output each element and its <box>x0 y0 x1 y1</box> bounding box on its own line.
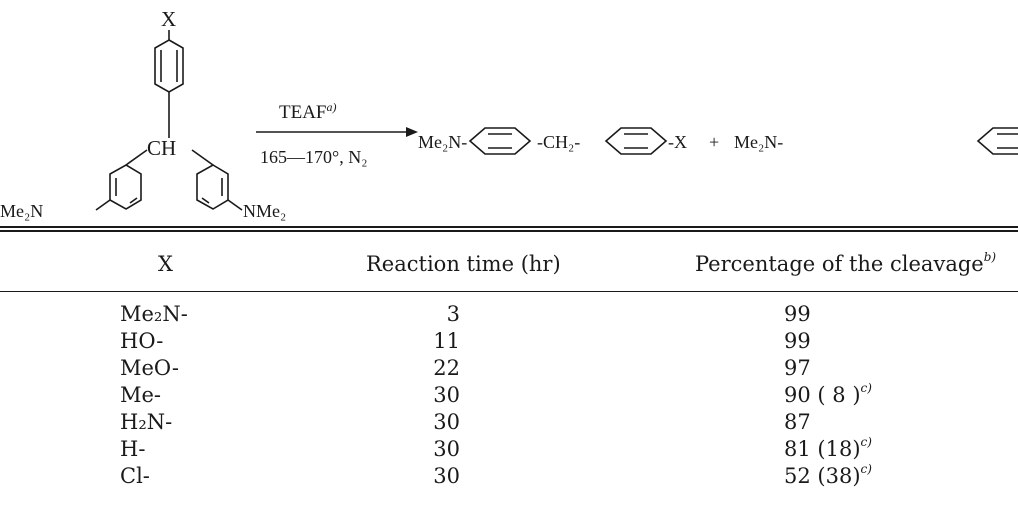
table-row-x: Me₂N- <box>120 302 188 326</box>
left-amine-label: Me₂N <box>0 201 43 221</box>
conditions-label: 165—170°, N₂ <box>260 147 367 167</box>
plus-sign: + <box>709 132 719 152</box>
right-benzene-ring <box>196 164 229 210</box>
reagent-label: TEAFa) <box>279 100 337 123</box>
byproduct-amine-label: Me₂N- <box>734 132 783 152</box>
substituent-x-label: X <box>161 7 176 31</box>
table-row-x: H- <box>120 437 146 461</box>
header-percentage: Percentage of the cleavageb) <box>695 250 997 276</box>
table-row-x: H₂N- <box>120 410 173 434</box>
table-row-x: MeO- <box>120 356 180 380</box>
table-row-percentage: 87 <box>784 410 811 434</box>
table-top-rule-2 <box>0 230 1018 232</box>
right-amine-label: NMe₂ <box>243 201 286 221</box>
table-row-x: Me- <box>120 383 162 407</box>
header-reaction-time: Reaction time (hr) <box>366 252 561 276</box>
top-benzene-ring <box>154 39 184 93</box>
ch-label: CH <box>147 136 176 160</box>
table-row-percentage: 90 ( 8 )c) <box>784 381 872 407</box>
table-row-percentage: 99 <box>784 329 811 353</box>
table-row-percentage: 81 (18)c) <box>784 435 872 461</box>
product-amine-label: Me₂N- <box>418 132 467 152</box>
table-row-x: HO- <box>120 329 164 353</box>
product-bridge-label: -CH₂- <box>537 132 580 152</box>
table-row-x: Cl- <box>120 464 150 488</box>
product-ring-2 <box>604 127 668 155</box>
table-top-rule-1 <box>0 226 1018 228</box>
reaction-scheme: X CH Me₂N NMe₂ TEAFa) 165—170°, N₂ Me₂N-… <box>0 7 1018 221</box>
table-row-percentage: 99 <box>784 302 811 326</box>
byproduct-ring <box>976 127 1018 155</box>
header-x: X <box>158 252 173 276</box>
header-rule <box>0 291 1018 293</box>
table-row-percentage: 97 <box>784 356 811 380</box>
product-x-label: -X <box>668 132 687 152</box>
table-row-percentage: 52 (38)c) <box>784 462 872 488</box>
left-benzene-ring <box>109 164 142 210</box>
product-ring-1 <box>468 127 532 155</box>
